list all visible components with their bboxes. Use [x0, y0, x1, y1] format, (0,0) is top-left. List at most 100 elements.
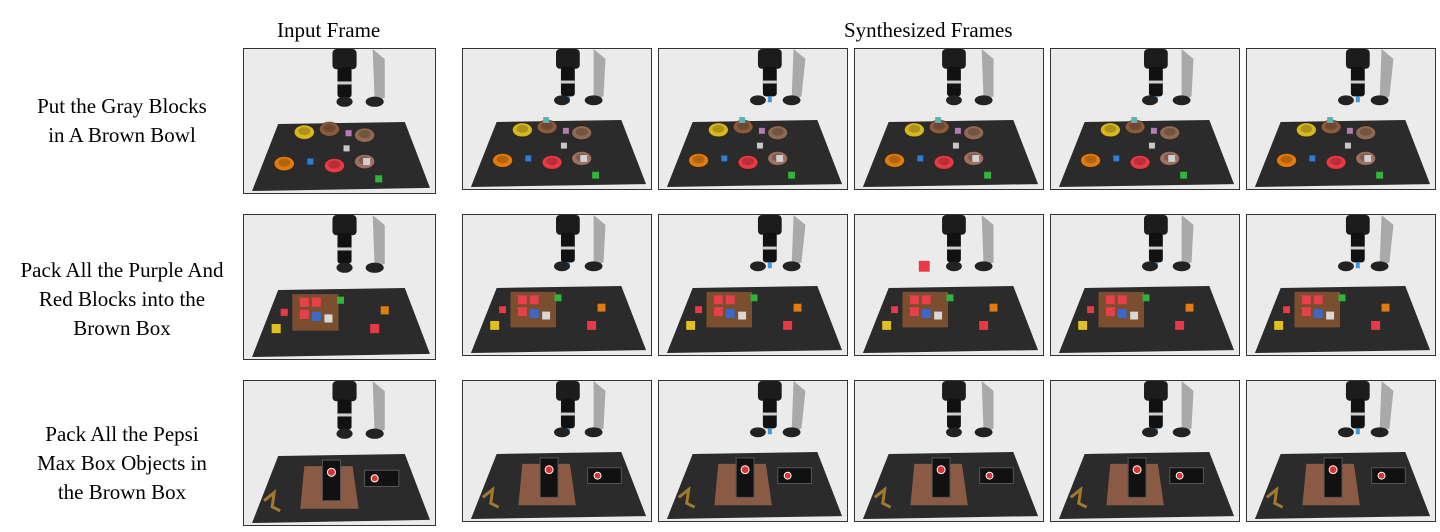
block — [1113, 155, 1120, 162]
bowl — [688, 153, 709, 168]
black-arm-upper — [942, 381, 966, 401]
black-arm-upper — [757, 381, 782, 401]
synthesized-frame-row-2-3 — [854, 214, 1044, 356]
block — [1313, 309, 1323, 319]
block — [324, 314, 333, 323]
bowl-inner — [888, 155, 901, 164]
synthesized-frame-row-1-4 — [1050, 48, 1240, 190]
pepsi-logo — [985, 471, 994, 480]
arm-base — [584, 427, 603, 438]
small-figure — [263, 488, 281, 513]
arm-ring — [337, 247, 352, 251]
bowl-inner — [328, 160, 341, 169]
bowl-inner — [541, 121, 554, 130]
arm-ring — [947, 412, 961, 416]
frame-render — [1051, 381, 1239, 521]
arm-base — [782, 427, 801, 438]
bowl — [767, 125, 789, 141]
bowl — [354, 127, 376, 143]
block — [725, 309, 735, 319]
pepsi-logo — [1132, 465, 1142, 475]
gray-arm — [372, 381, 385, 434]
block — [375, 175, 383, 183]
bowl-inner — [575, 127, 588, 136]
arm-base — [1370, 427, 1389, 438]
block — [1344, 142, 1351, 149]
arm-ring — [1148, 246, 1163, 250]
black-arm-upper — [556, 49, 580, 69]
pepsi-box — [1127, 457, 1147, 498]
block — [1175, 320, 1185, 330]
block — [1364, 154, 1372, 162]
block — [280, 308, 288, 316]
bowl-inner — [692, 155, 705, 164]
gray-arm — [1181, 215, 1194, 267]
frame-render — [659, 49, 847, 189]
block — [363, 158, 371, 166]
bowl — [541, 154, 563, 170]
block — [721, 155, 728, 162]
black-arm-upper — [1345, 381, 1370, 401]
bowl-inner — [1330, 157, 1342, 166]
block — [542, 311, 551, 320]
black-arm-upper — [1144, 215, 1168, 235]
bowl — [1159, 125, 1181, 141]
block — [739, 117, 746, 123]
table-surface — [252, 122, 430, 191]
block — [499, 306, 507, 314]
arm-ring — [1148, 80, 1163, 84]
bowl — [273, 155, 295, 172]
block — [1130, 311, 1139, 320]
arm-base — [1142, 427, 1158, 438]
bowl-inner — [1325, 121, 1338, 130]
arm-ring — [762, 412, 777, 416]
arm-base — [1172, 427, 1191, 438]
arm-base — [365, 428, 384, 439]
block — [311, 311, 321, 321]
gray-arm — [593, 215, 606, 267]
frame-render — [1247, 215, 1435, 355]
gray-arm — [981, 381, 994, 433]
gray-arm — [1379, 215, 1394, 267]
bowl — [511, 122, 533, 138]
pepsi-logo — [936, 465, 946, 475]
pepsi-logo — [783, 471, 792, 480]
synthesized-frame-row-3-4 — [1050, 380, 1240, 522]
arm-base — [584, 261, 603, 272]
block — [695, 306, 703, 314]
small-figure — [677, 485, 696, 509]
frame-render — [463, 381, 651, 521]
block — [1117, 295, 1127, 305]
block — [1371, 320, 1381, 330]
bowl — [1325, 154, 1347, 170]
arm-ring — [947, 80, 961, 84]
frame-render — [855, 381, 1043, 521]
arm-base — [974, 95, 993, 106]
synthesized-frame-row-3-3 — [854, 380, 1044, 522]
bowl — [318, 121, 341, 137]
black-arm-upper — [757, 215, 782, 235]
frame-render — [659, 215, 847, 355]
arm-ring — [762, 80, 777, 84]
block — [529, 295, 539, 305]
bowl-inner — [1359, 127, 1372, 136]
arm-base — [750, 427, 766, 438]
block — [554, 294, 562, 302]
table-surface — [1058, 119, 1235, 188]
block — [921, 309, 931, 319]
synthesized-frame-row-3-2 — [658, 380, 848, 522]
block — [587, 320, 597, 330]
arm-base — [782, 261, 801, 272]
block — [1327, 117, 1334, 123]
block — [1301, 295, 1311, 305]
pepsi-logo — [1377, 471, 1386, 480]
frame-render — [1051, 215, 1239, 355]
synthesized-frame-row-1-3 — [854, 48, 1044, 190]
arm-base — [946, 95, 962, 106]
gripper-tip — [1355, 96, 1360, 103]
block — [1131, 117, 1138, 123]
block — [725, 295, 735, 305]
pepsi-box — [979, 467, 1014, 485]
bowl-inner — [771, 127, 784, 136]
block — [562, 127, 569, 134]
